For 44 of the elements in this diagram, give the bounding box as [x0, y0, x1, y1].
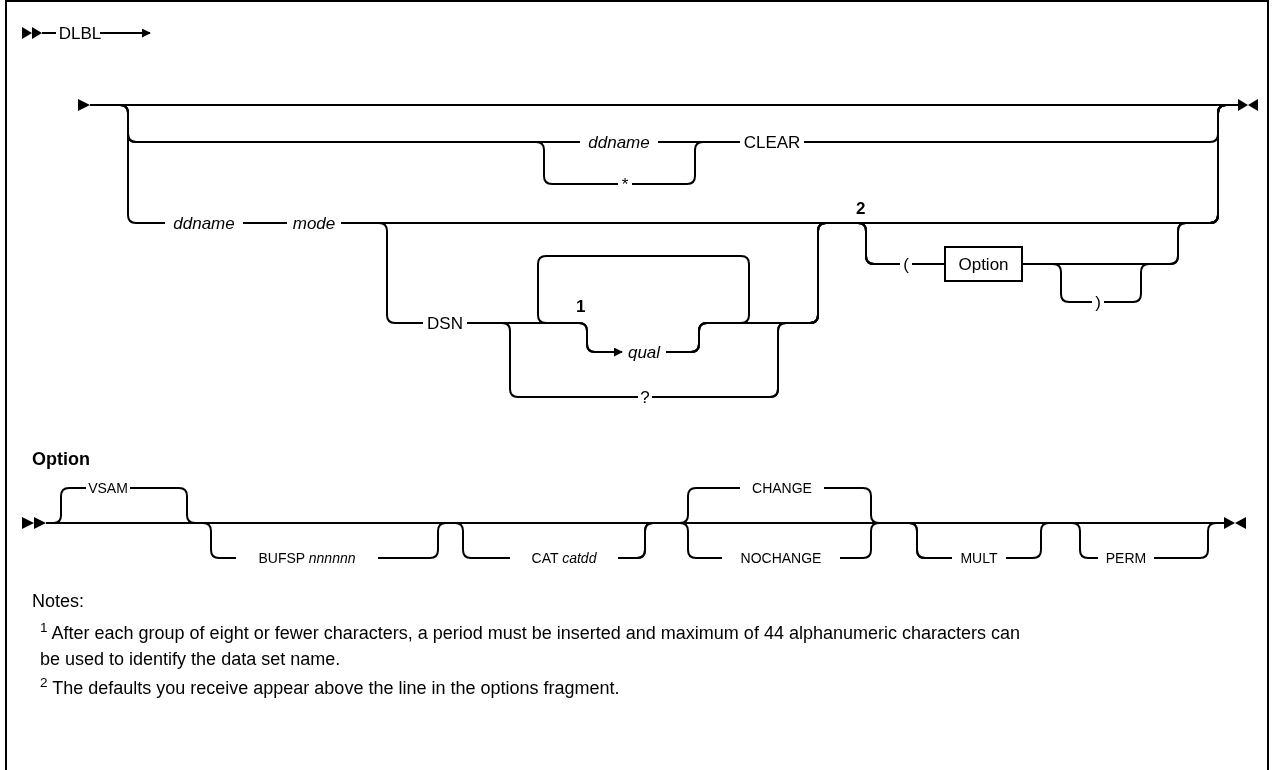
syntax-keyword: CHANGE — [740, 478, 824, 498]
syntax-rail — [1153, 522, 1225, 559]
syntax-rail — [1103, 104, 1239, 303]
syntax-keyword: NOCHANGE — [722, 548, 840, 568]
syntax-keyword: DSN — [423, 311, 467, 335]
footnote-mark: 1 — [576, 296, 586, 318]
syntax-rail — [911, 263, 945, 265]
syntax-rail — [242, 222, 288, 224]
fragment-reference-box: Option — [944, 246, 1023, 282]
syntax-keyword: CLEAR — [740, 130, 804, 154]
syntax-keyword: BUFSP nnnnnn — [236, 548, 378, 568]
arrow — [99, 28, 151, 38]
syntax-keyword: * — [618, 172, 632, 196]
notes-heading: Notes: — [32, 590, 85, 613]
start-marker — [78, 99, 90, 111]
syntax-rail — [839, 522, 953, 559]
syntax-variable: qual — [622, 340, 666, 364]
syntax-rail — [617, 522, 723, 559]
fragment-heading: Option — [32, 448, 90, 471]
syntax-rail — [466, 322, 639, 398]
syntax-rail — [377, 522, 511, 559]
end-marker — [1238, 99, 1258, 111]
syntax-variable: mode — [287, 211, 341, 235]
syntax-keyword: DLBL — [60, 22, 100, 44]
footnote-mark: 2 — [856, 198, 866, 220]
syntax-keyword: VSAM — [86, 478, 130, 498]
syntax-rail — [631, 141, 741, 185]
syntax-keyword: ( — [900, 252, 912, 276]
syntax-keyword: ? — [638, 385, 652, 409]
syntax-keyword: ) — [1092, 290, 1104, 314]
syntax-variable: ddname — [165, 211, 243, 235]
syntax-keyword: MULT — [952, 548, 1006, 568]
syntax-keyword: CAT catdd — [510, 548, 618, 568]
syntax-variable: ddname — [580, 130, 658, 154]
syntax-keyword: PERM — [1098, 548, 1154, 568]
end-marker — [1224, 517, 1246, 529]
syntax-rail — [651, 222, 901, 398]
syntax-rail — [45, 487, 87, 524]
footnote-text: $^{1}$ After each group of eight or fewer characters, a period must be inserted and maximum of 44 alphanumeric characters can be used to identify the data set name. — [40, 620, 1022, 671]
syntax-rail — [89, 104, 166, 224]
syntax-rail — [129, 487, 237, 559]
arrow — [537, 255, 750, 357]
start-marker — [22, 517, 46, 529]
footnote-text: $^{2}$ The defaults you receive appear above the line in the options fragment. — [40, 675, 620, 700]
